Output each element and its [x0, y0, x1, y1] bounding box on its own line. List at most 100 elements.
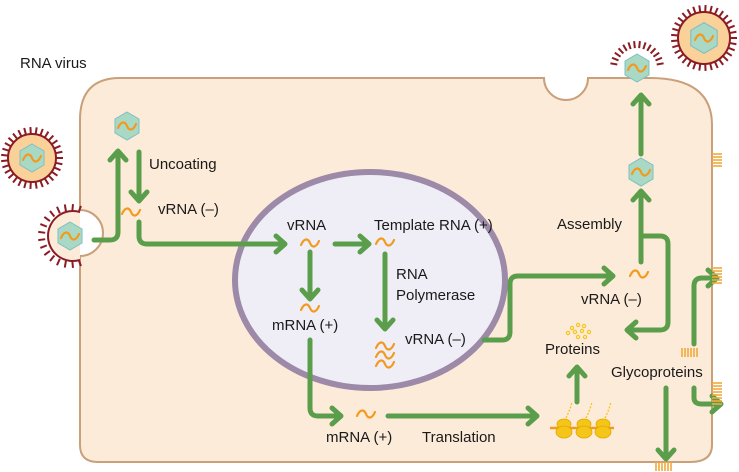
envelope-spike	[614, 51, 622, 58]
envelope-spike	[23, 127, 27, 136]
label-vrna-minus-assembly: vRNA (–)	[581, 291, 642, 308]
envelope-spike	[627, 42, 632, 50]
envelope-spike	[43, 250, 51, 256]
nucleus	[232, 169, 508, 391]
envelope-spike	[722, 55, 729, 62]
envelope-spike	[2, 164, 10, 169]
label-mrna-plus-cytoplasm: mRNA (+)	[326, 429, 392, 446]
label-proteins: Proteins	[545, 341, 600, 358]
label-assembly: Assembly	[557, 216, 623, 233]
arrow-loop-to-proteins	[625, 233, 671, 333]
envelope-spike	[7, 172, 15, 179]
envelope-spike	[34, 181, 38, 189]
envelope-spike	[39, 180, 44, 188]
envelope-spike	[709, 5, 713, 13]
envelope-spike	[672, 44, 680, 49]
envelope-spike	[51, 139, 59, 146]
arrow-entry-up	[91, 149, 121, 243]
label-vrna-minus-entry: vRNA (–)	[158, 201, 219, 218]
arrow-glyco-right	[691, 385, 723, 407]
label-template-rna: Template RNA (+)	[374, 217, 493, 234]
envelope-spike	[649, 47, 657, 55]
envelope-spike	[725, 51, 733, 57]
label-mrna-plus-nucleus: mRNA (+)	[272, 317, 338, 334]
label-rna-polymerase-1: RNA	[396, 266, 428, 283]
label-uncoating: Uncoating	[149, 156, 217, 173]
envelope-spike	[17, 179, 23, 187]
envelope-spike	[49, 254, 56, 262]
envelope-spike	[698, 63, 702, 71]
envelope-spike	[23, 180, 27, 189]
envelope-spike	[71, 260, 74, 268]
label-glycoproteins: Glycoproteins	[611, 364, 703, 381]
envelope-spike	[38, 230, 46, 234]
envelope-spike	[43, 216, 51, 222]
envelope-spike	[672, 27, 680, 32]
envelope-spike	[692, 62, 697, 70]
envelope-spike	[727, 24, 736, 30]
arrow-vrna-to-cytoplasm	[481, 273, 615, 343]
envelope-spike	[713, 7, 719, 15]
envelope-spike	[729, 30, 737, 35]
envelope-spike	[39, 244, 48, 249]
label-vrna-minus-nucleus: vRNA (–)	[405, 331, 466, 348]
envelope-spike	[674, 49, 682, 55]
membrane-glycoproteins-bottom	[655, 462, 672, 471]
ribosomes-polysome	[550, 401, 614, 439]
envelope-spike	[47, 134, 55, 142]
budding-virion	[610, 41, 664, 83]
diagram-title: RNA virus	[20, 55, 87, 72]
envelope-spike	[71, 204, 74, 212]
envelope-spike	[652, 51, 660, 58]
envelope-spike	[4, 168, 12, 174]
envelope-spike	[53, 144, 61, 150]
envelope-spike	[646, 44, 652, 52]
label-rna-polymerase-2: Polymerase	[396, 287, 475, 304]
envelope-spike	[39, 128, 44, 136]
envelope-spike	[617, 47, 625, 55]
envelope-spike	[692, 6, 697, 14]
envelope-spike	[713, 61, 719, 69]
glycoprotein-cluster	[681, 348, 698, 357]
envelope-spike	[39, 223, 48, 228]
arrow-mrna-export	[307, 337, 343, 419]
arrow-to-nucleus	[136, 219, 287, 247]
envelope-spike	[1, 159, 9, 163]
envelope-spike	[677, 53, 685, 60]
envelope-spike	[686, 60, 692, 68]
envelope-spike	[698, 5, 702, 13]
envelope-spike	[674, 21, 682, 27]
envelope-spike	[681, 56, 688, 64]
protein-particles	[565, 322, 592, 340]
envelope-spike	[12, 132, 19, 140]
envelope-spike	[681, 12, 688, 20]
envelope-spike	[4, 142, 12, 148]
envelope-spike	[1, 153, 9, 157]
envelope-spike	[34, 127, 38, 135]
envelope-spike	[611, 56, 619, 62]
envelope-spike	[53, 166, 61, 172]
membrane-glycoproteins-lower	[712, 382, 722, 405]
membrane-glycoproteins-middle	[712, 267, 722, 284]
envelope-spike	[7, 137, 15, 144]
envelope-spike	[55, 150, 63, 155]
envelope-spike	[718, 10, 724, 18]
free-virion-released	[671, 4, 737, 72]
envelope-spike	[677, 16, 685, 23]
envelope-spike	[655, 56, 663, 62]
envelope-spike	[686, 8, 692, 16]
envelope-spike	[49, 210, 56, 218]
envelope-spike	[56, 206, 61, 214]
arrow-glyco-up	[691, 275, 719, 347]
envelope-spike	[671, 39, 679, 43]
envelope-spike	[622, 44, 628, 52]
envelope-spike	[642, 42, 647, 50]
envelope-spike	[633, 41, 636, 49]
label-translation: Translation	[422, 429, 496, 446]
envelope-spike	[656, 62, 664, 66]
envelope-spike	[63, 204, 67, 212]
envelope-spike	[671, 33, 679, 37]
envelope-spike	[56, 258, 61, 266]
envelope-spike	[63, 260, 67, 268]
